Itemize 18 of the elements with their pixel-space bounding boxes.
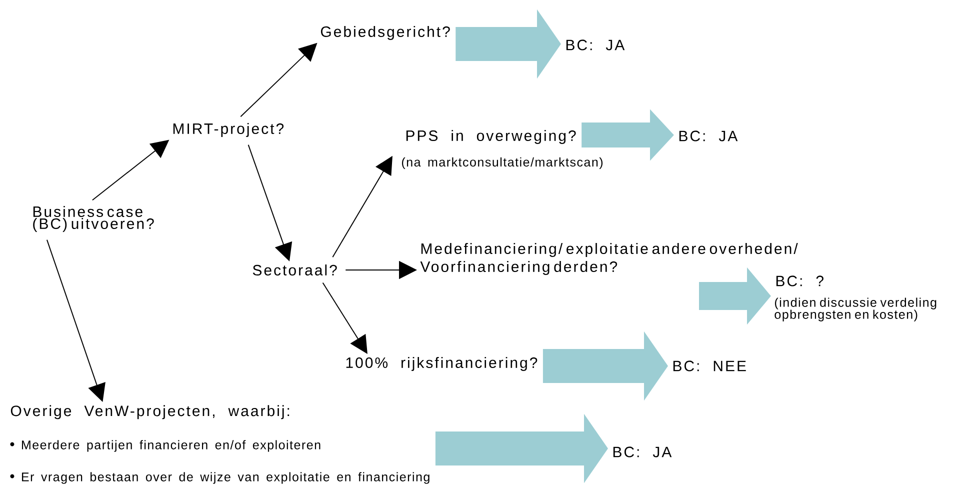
question-text: 100% rijksfinanciering? — [346, 357, 538, 371]
bullet-list: Overige VenW-projecten, waarbij: Meerdere partijen financieren en/of exploiteren Er vragen bestaan over de wijze van exploitatie en financiering — [10, 405, 430, 484]
result-text: BC: NEE — [673, 360, 746, 372]
node-label: Overige VenW-projecten, waarbij: — [10, 405, 290, 420]
question-text: Gebiedsgericht? — [320, 26, 450, 40]
note-text: (na marktconsultatie/marktscan) — [402, 157, 603, 170]
question-text: Sectoraal? — [252, 264, 337, 276]
result-text: BC: JA — [679, 130, 738, 142]
question-text: Business case (BC) uitvoeren? — [33, 206, 154, 232]
result-text: BC: JA — [566, 40, 625, 50]
node-label: Meerdere partijen financieren en/of exploiteren — [22, 440, 320, 452]
question-text: PPS in overweging? — [406, 130, 576, 144]
note-text: (indien discussie verdeling opbrengsten en kosten) — [774, 298, 936, 322]
result-text: BC: ? — [776, 276, 824, 286]
node-label: Er vragen bestaan over de wijze van exploitatie en financiering — [22, 472, 430, 484]
question-text: Medefinanciering/ exploitatie andere overheden/ Voorfinanciering derden? — [420, 243, 798, 275]
question-text: MIRT-project? — [173, 123, 284, 137]
result-text: BC: JA — [613, 446, 672, 458]
